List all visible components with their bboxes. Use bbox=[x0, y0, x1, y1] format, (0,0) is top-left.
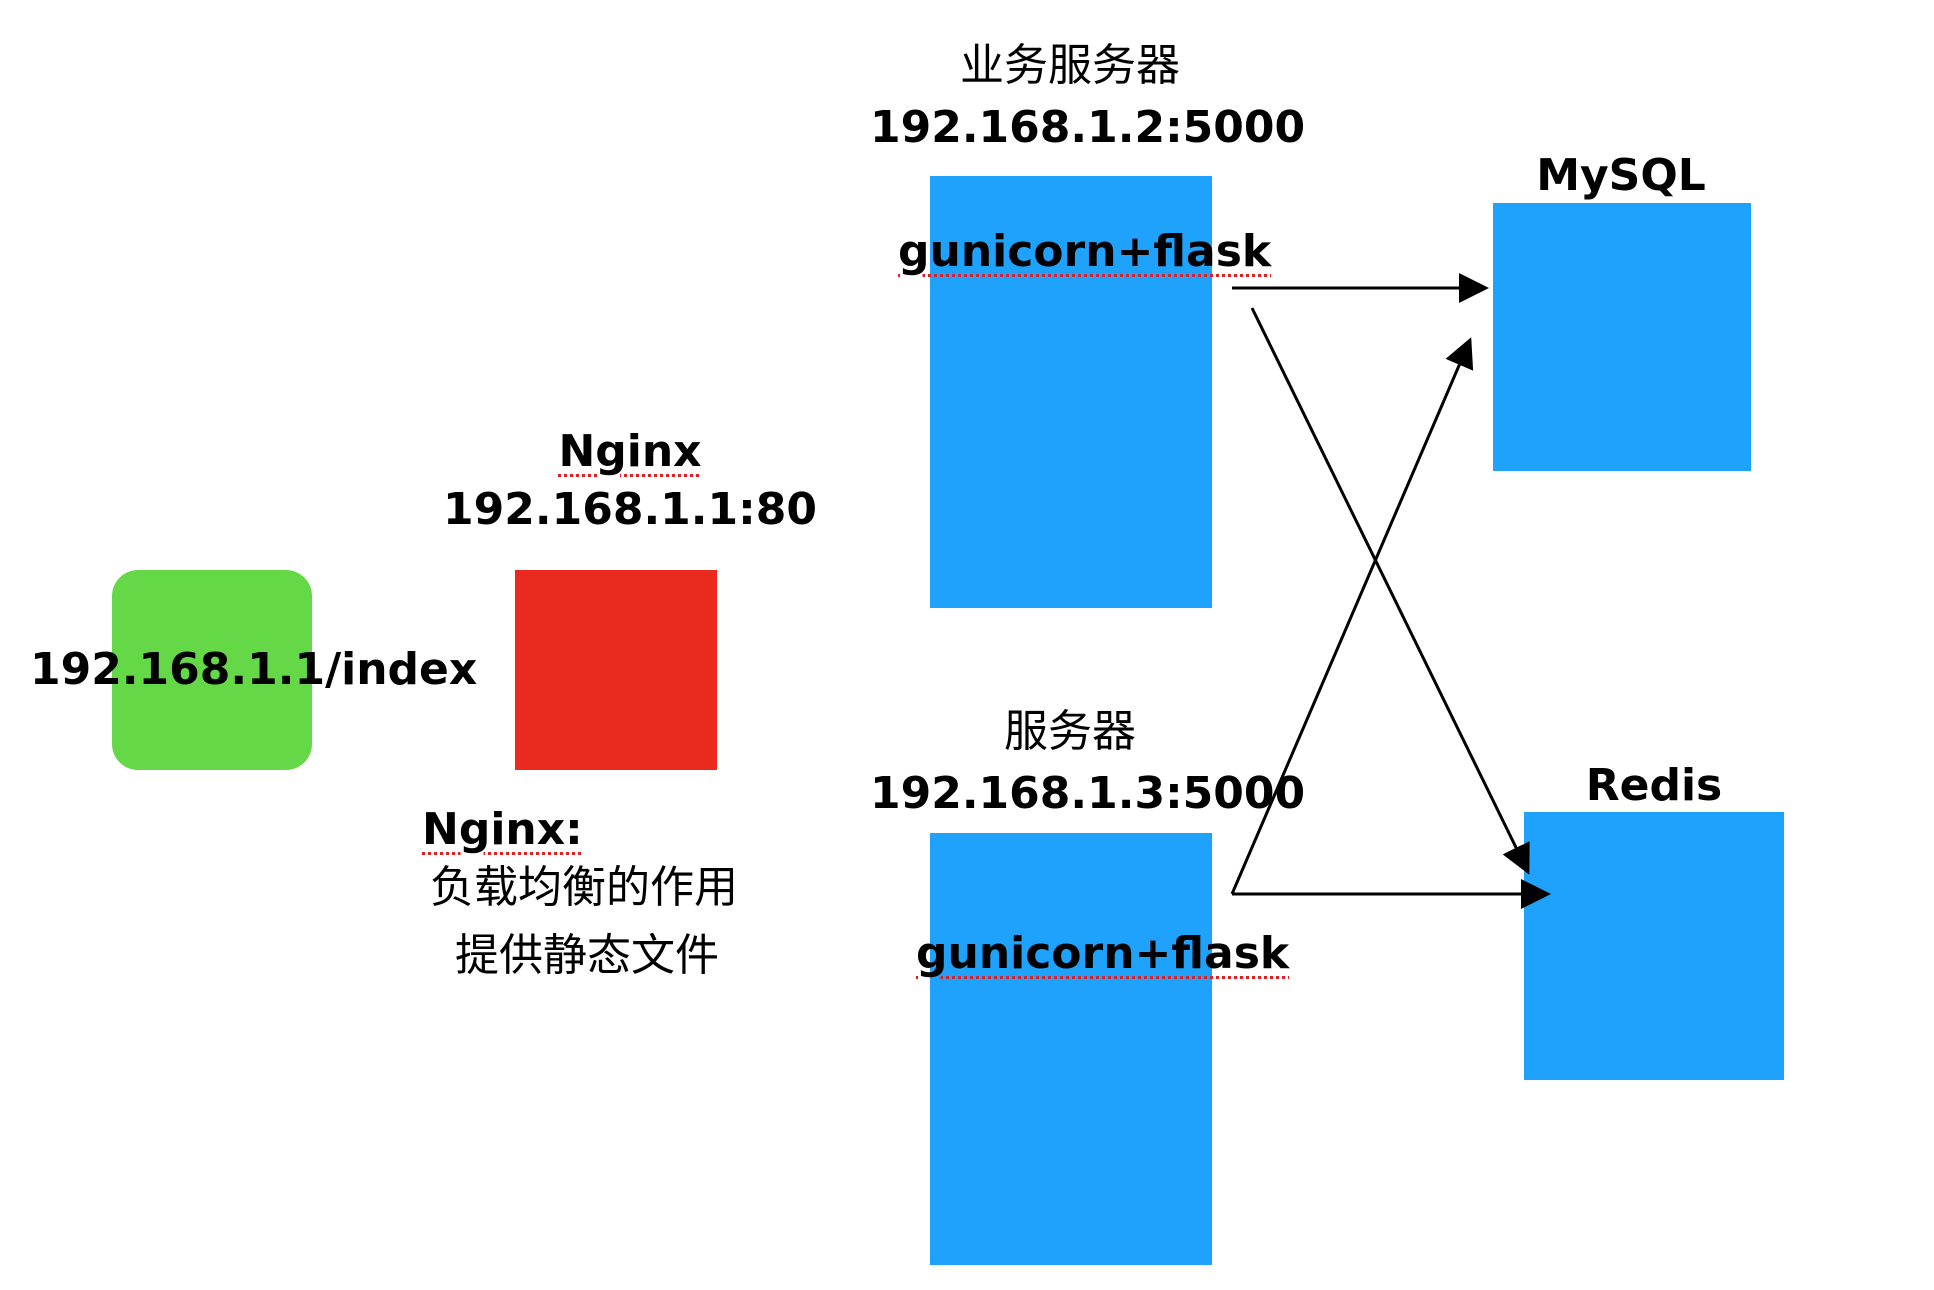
mysql-box bbox=[1493, 203, 1751, 471]
nginx-note-title: Nginx: bbox=[422, 798, 583, 862]
mysql-title: MySQL bbox=[1536, 150, 1706, 201]
server1-app-text: gunicorn+flask bbox=[898, 226, 1272, 277]
nginx-note-line1: 负载均衡的作用 bbox=[430, 862, 738, 913]
client-box bbox=[112, 570, 312, 770]
client-label: 192.168.1.1/index bbox=[30, 644, 478, 695]
nginx-title-text: Nginx bbox=[558, 426, 702, 477]
server2-address: 192.168.1.3:5000 bbox=[870, 768, 1306, 819]
server2-title: 服务器 bbox=[1004, 706, 1136, 757]
server1-address: 192.168.1.2:5000 bbox=[870, 102, 1306, 153]
nginx-note-line2: 提供静态文件 bbox=[455, 930, 719, 981]
server2-box bbox=[930, 833, 1212, 1265]
nginx-title: Nginx bbox=[440, 420, 820, 484]
server1-box bbox=[930, 176, 1212, 608]
nginx-box bbox=[515, 570, 717, 770]
server2-app: gunicorn+flask bbox=[916, 922, 1289, 986]
redis-box bbox=[1524, 812, 1784, 1080]
nginx-note-title-text: Nginx: bbox=[422, 804, 583, 855]
arrow-server1-to-redis bbox=[1250, 307, 1530, 875]
redis-title: Redis bbox=[1585, 760, 1723, 811]
server1-title: 业务服务器 bbox=[960, 40, 1180, 91]
arrow-server2-to-mysql bbox=[1230, 337, 1474, 895]
nginx-address: 192.168.1.1:80 bbox=[443, 484, 817, 535]
server2-app-text: gunicorn+flask bbox=[916, 928, 1290, 979]
server1-app: gunicorn+flask bbox=[898, 220, 1271, 284]
